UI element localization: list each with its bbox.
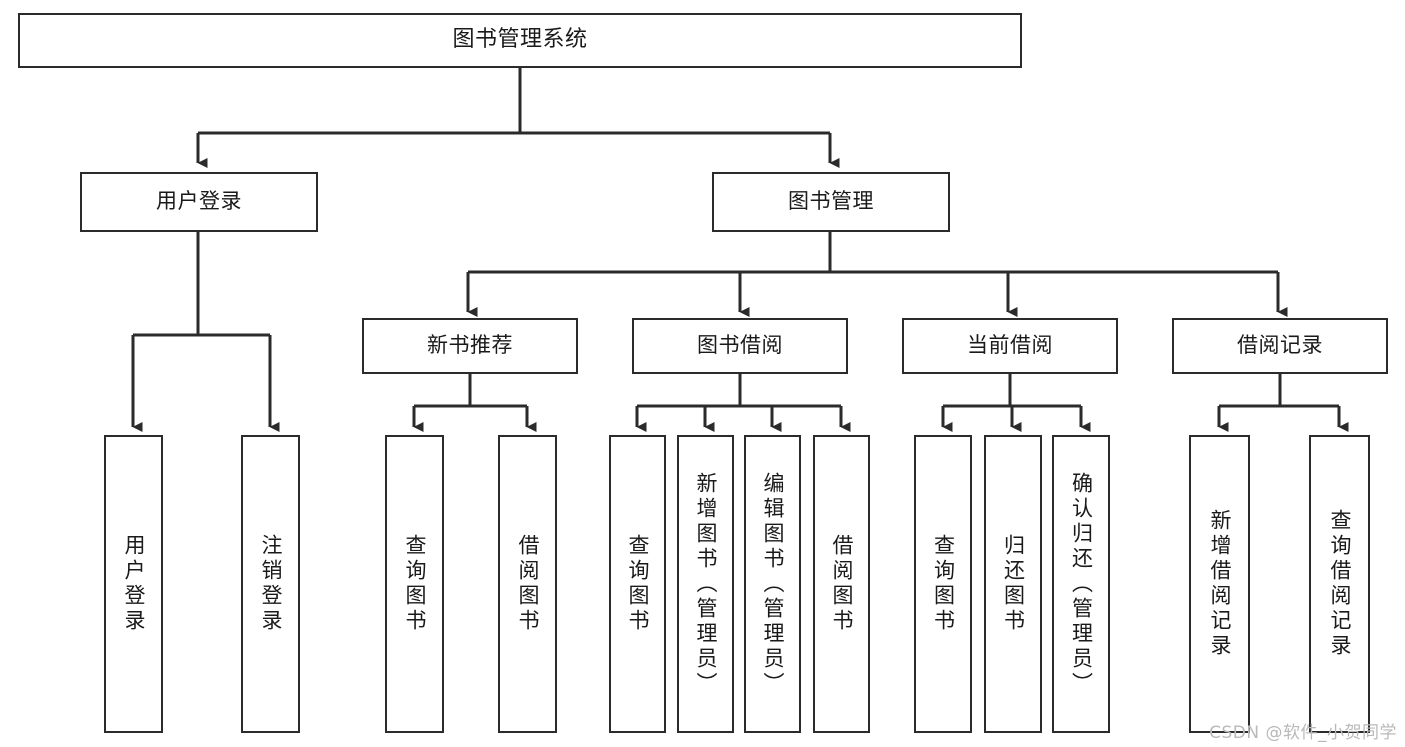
- node-label: 图书借阅: [697, 333, 783, 358]
- leaf-current-confirm-return-admin[interactable]: 确认归还（管理员）: [1052, 435, 1110, 733]
- node-book-borrow[interactable]: 图书借阅: [632, 318, 848, 374]
- leaf-record-query[interactable]: 查询借阅记录: [1309, 435, 1370, 733]
- node-user-login[interactable]: 用户登录: [80, 172, 318, 232]
- node-label: 借阅图书: [516, 534, 540, 634]
- leaf-current-return-book[interactable]: 归还图书: [984, 435, 1042, 733]
- leaf-current-query-book[interactable]: 查询图书: [914, 435, 972, 733]
- node-label: 借阅记录: [1237, 333, 1323, 358]
- node-label: 新增图书（管理员）: [694, 471, 718, 697]
- node-root-system[interactable]: 图书管理系统: [18, 13, 1022, 68]
- node-label: 注销登录: [259, 534, 283, 634]
- node-label: 确认归还（管理员）: [1069, 471, 1094, 697]
- node-book-management[interactable]: 图书管理: [712, 172, 950, 232]
- node-label: 新书推荐: [427, 333, 513, 358]
- node-label: 查询图书: [626, 534, 650, 634]
- node-label: 图书管理: [788, 189, 874, 214]
- leaf-record-add[interactable]: 新增借阅记录: [1189, 435, 1250, 733]
- leaf-user-login-signin[interactable]: 用户登录: [104, 435, 163, 733]
- node-label: 图书管理系统: [452, 27, 588, 53]
- node-borrow-record[interactable]: 借阅记录: [1172, 318, 1388, 374]
- leaf-new-book-query[interactable]: 查询图书: [385, 435, 444, 733]
- leaf-borrow-borrow-book[interactable]: 借阅图书: [813, 435, 870, 733]
- node-label: 编辑图书（管理员）: [761, 471, 785, 697]
- leaf-borrow-query-book[interactable]: 查询图书: [609, 435, 666, 733]
- node-current-borrow[interactable]: 当前借阅: [902, 318, 1118, 374]
- node-label: 用户登录: [156, 189, 242, 214]
- node-label: 查询借阅记录: [1328, 509, 1352, 659]
- leaf-new-book-borrow[interactable]: 借阅图书: [498, 435, 557, 733]
- leaf-borrow-edit-book-admin[interactable]: 编辑图书（管理员）: [744, 435, 801, 733]
- leaf-borrow-add-book-admin[interactable]: 新增图书（管理员）: [677, 435, 734, 733]
- node-new-book-recommend[interactable]: 新书推荐: [362, 318, 578, 374]
- leaf-user-login-signout[interactable]: 注销登录: [241, 435, 300, 733]
- node-label: 用户登录: [122, 534, 146, 634]
- csdn-watermark: CSDN @软件_小贺同学: [1209, 723, 1397, 743]
- node-label: 归还图书: [1001, 534, 1026, 634]
- node-label: 借阅图书: [830, 534, 854, 634]
- node-label: 查询图书: [403, 534, 427, 634]
- node-label: 新增借阅记录: [1208, 509, 1232, 659]
- node-label: 查询图书: [931, 534, 956, 634]
- node-label: 当前借阅: [967, 333, 1053, 358]
